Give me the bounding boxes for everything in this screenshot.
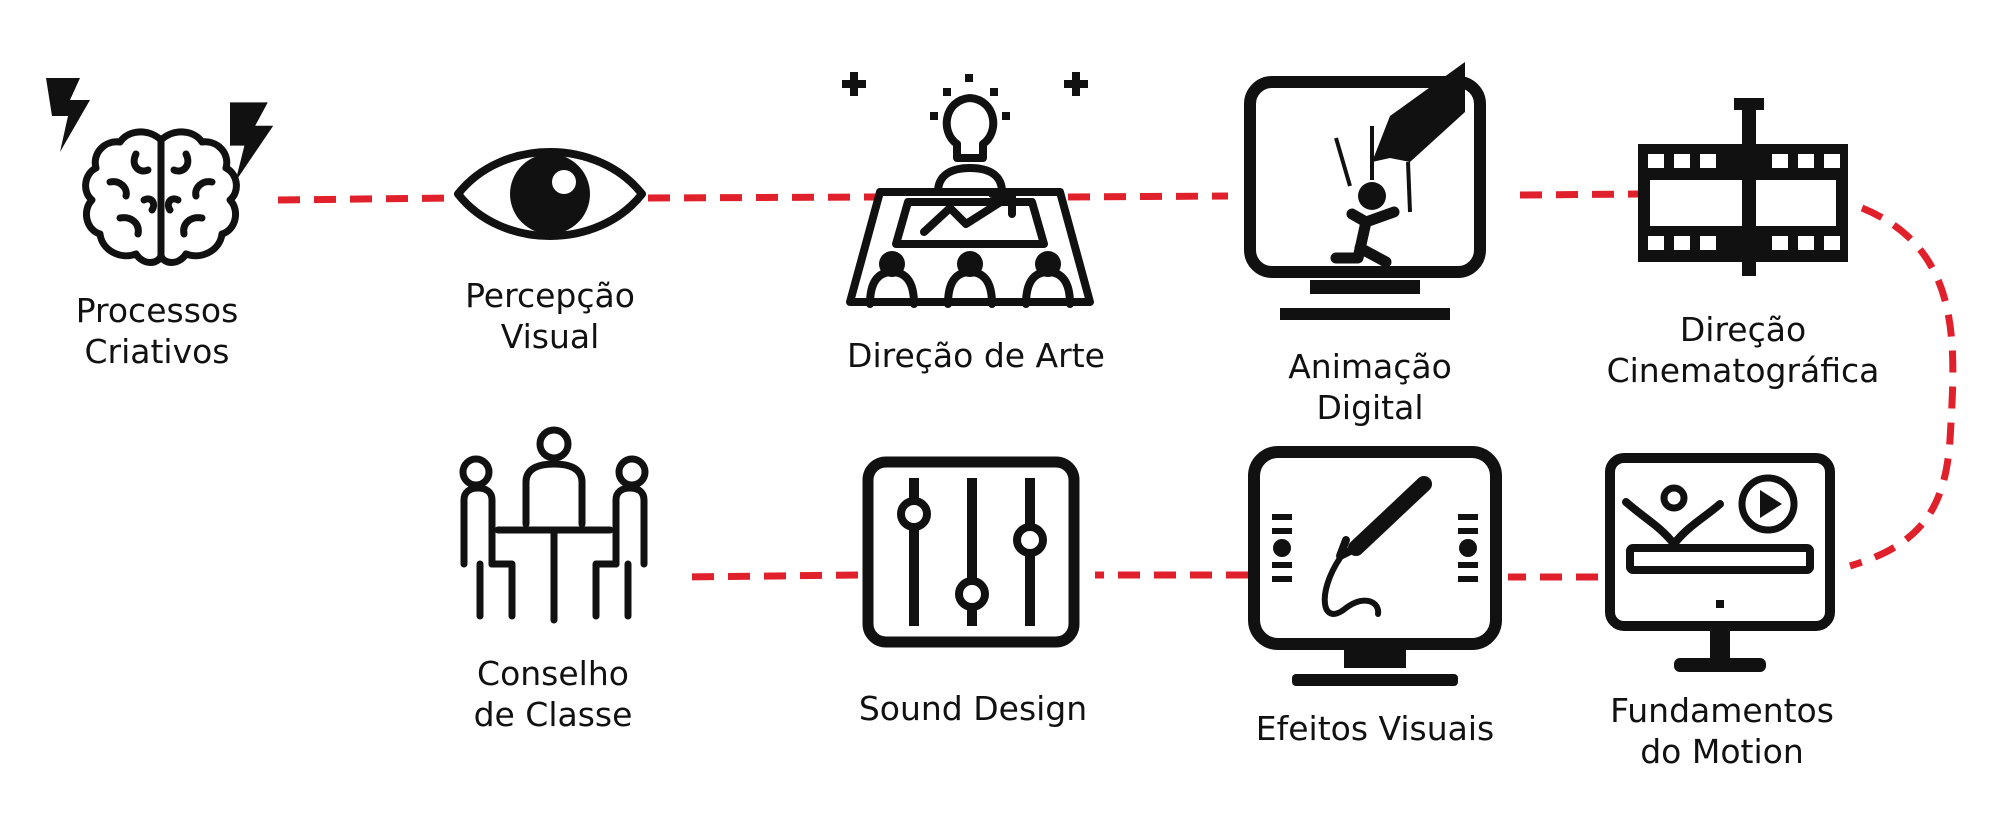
connector-5 bbox=[1848, 204, 1957, 570]
brain-icon bbox=[46, 78, 274, 266]
step-label-efeitos-visuais: Efeitos Visuais bbox=[1255, 709, 1495, 748]
step-label-sound-design: Sound Design bbox=[858, 689, 1088, 728]
meeting-presentation-icon bbox=[842, 72, 1094, 308]
council-table-icon bbox=[459, 426, 649, 624]
pen-tablet-monitor-icon bbox=[1248, 446, 1502, 686]
connector-1 bbox=[277, 194, 453, 204]
step-label-direcao-de-arte: Direção de Arte bbox=[847, 336, 1105, 375]
puppet-monitor-icon bbox=[1244, 62, 1486, 320]
film-strip-icon bbox=[1638, 98, 1848, 276]
motion-monitor-icon bbox=[1605, 453, 1835, 672]
eye-icon bbox=[454, 148, 646, 240]
connector-8 bbox=[681, 571, 859, 581]
mixer-sliders-icon bbox=[862, 456, 1080, 648]
connector-4 bbox=[1519, 190, 1639, 199]
connector-3 bbox=[1067, 192, 1229, 201]
connector-2 bbox=[647, 193, 879, 202]
